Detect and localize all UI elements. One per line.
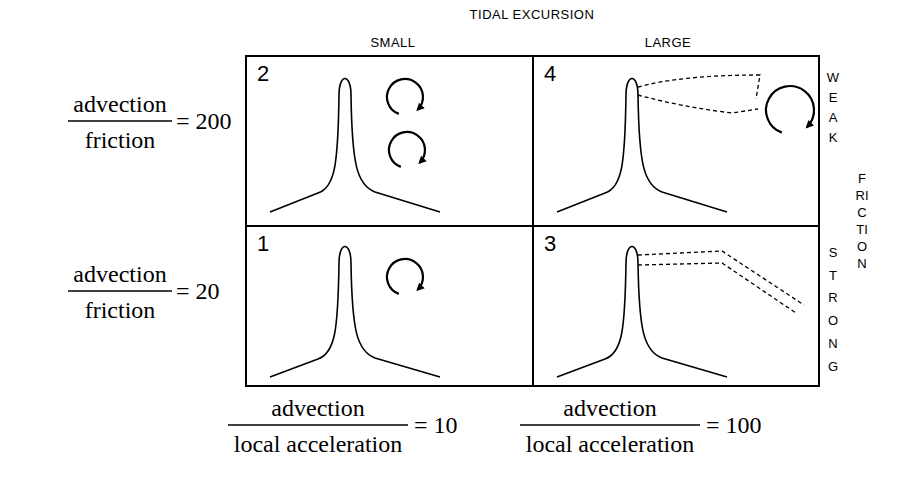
panel-number: 1 — [257, 233, 269, 255]
headland-panel — [270, 79, 440, 213]
ratio-text: advection — [73, 91, 166, 117]
ratio-text: friction — [85, 127, 156, 153]
ratio-text: advection — [563, 395, 656, 421]
axis-label: SMALL — [370, 36, 415, 50]
ratio-text: advection — [73, 261, 166, 287]
regime-panel: 2 — [245, 55, 534, 227]
ratio-text: friction — [85, 297, 156, 323]
headland-panel — [270, 247, 440, 378]
ratio-text: advection — [271, 395, 364, 421]
ratio-text: = 200 — [176, 108, 232, 134]
regime-panel: 3 — [532, 225, 820, 387]
ratio-text: = 10 — [414, 412, 458, 438]
ratio-text: local acceleration — [234, 431, 403, 457]
axis-label: LARGE — [645, 36, 692, 50]
ratio-text: = 20 — [176, 278, 220, 304]
axis-label: TIDAL EXCURSION — [470, 8, 595, 22]
fraction-bar — [68, 121, 700, 425]
panel-number: 2 — [257, 63, 269, 85]
panel-number: 3 — [544, 233, 556, 255]
headland-panel — [557, 247, 804, 378]
ratio-text: local acceleration — [526, 431, 695, 457]
vertical-axis-label: STRONG — [827, 242, 840, 379]
regime-panel: 1 — [245, 225, 534, 387]
vertical-axis-label: WEAK — [827, 68, 840, 149]
vertical-axis-label: FRICTION — [856, 171, 869, 272]
headland-panel — [557, 75, 814, 212]
ratio-text: = 100 — [706, 412, 762, 438]
regime-panel: 4 — [532, 55, 820, 227]
panel-number: 4 — [544, 63, 556, 85]
